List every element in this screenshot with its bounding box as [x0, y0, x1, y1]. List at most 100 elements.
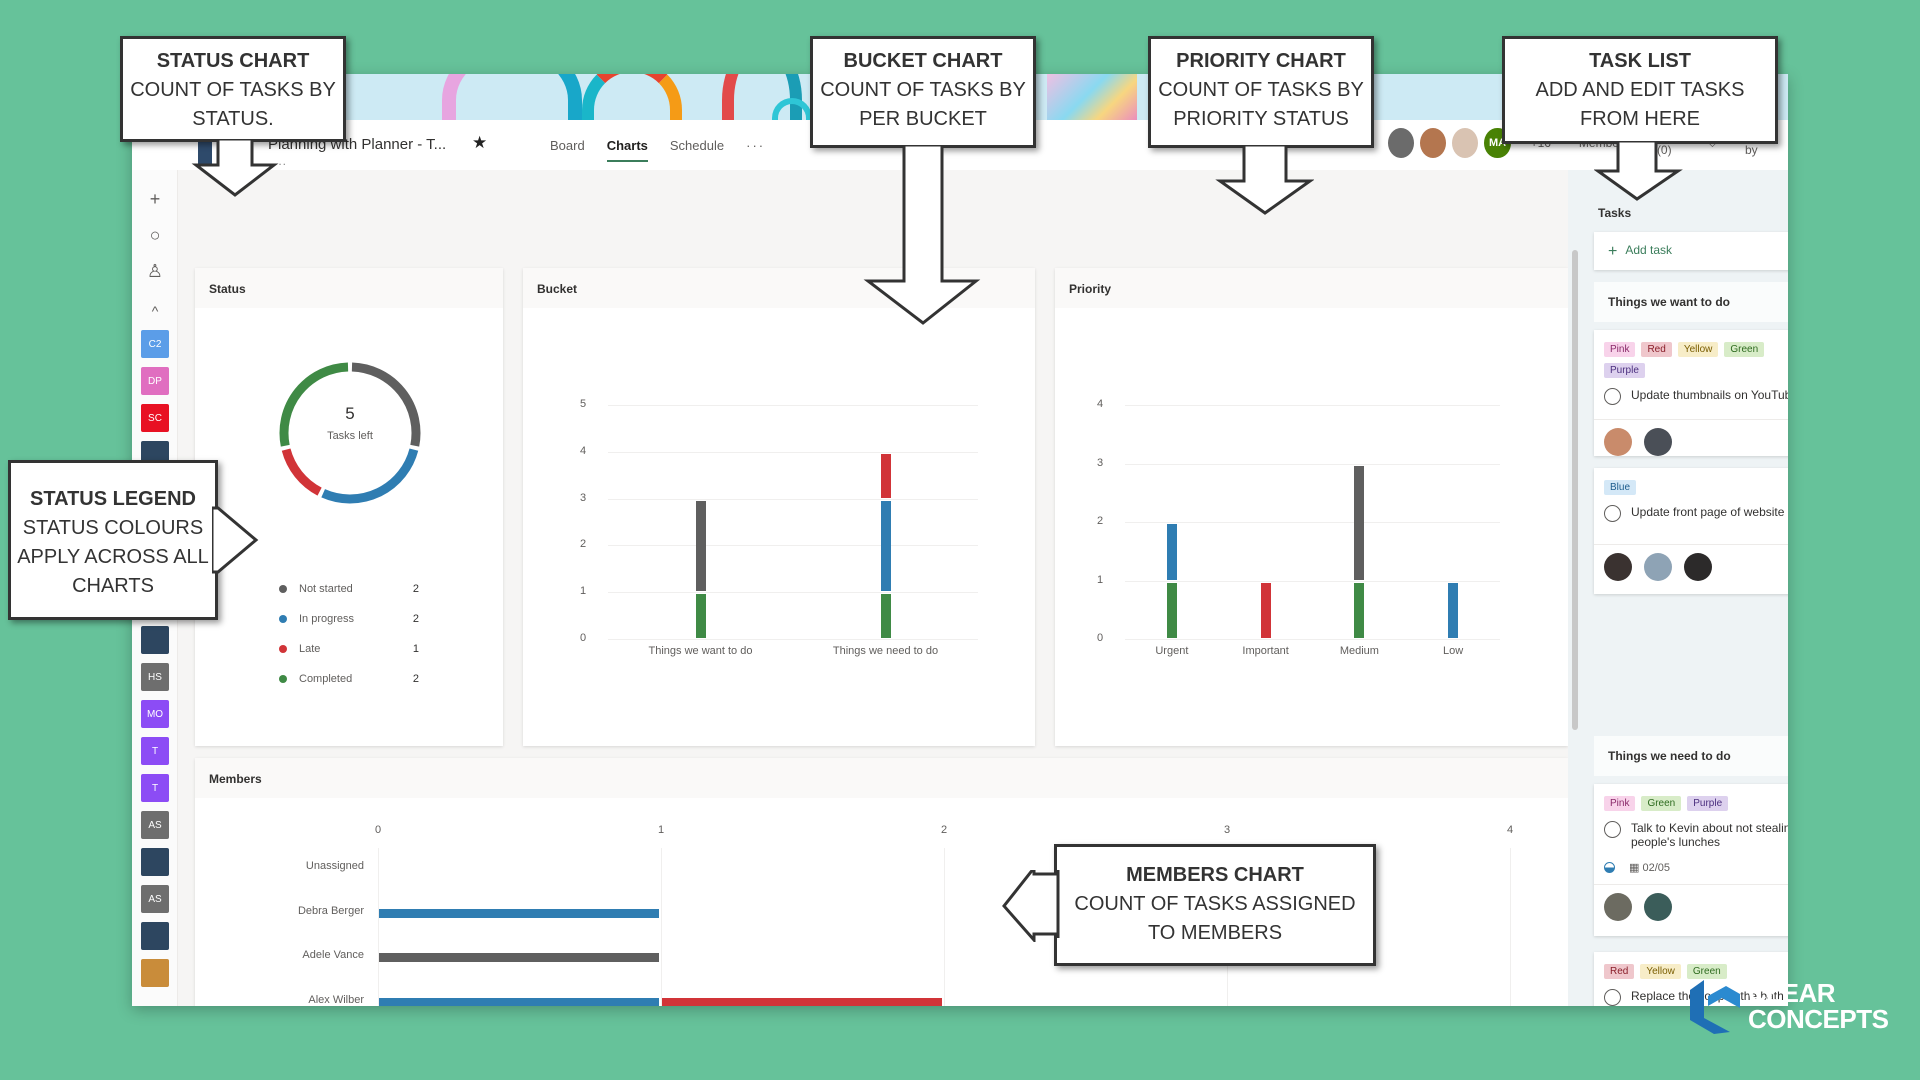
plus-icon[interactable]: + — [149, 189, 161, 209]
status-legend-callout: STATUS LEGEND STATUS COLOURS APPLY ACROS… — [8, 460, 218, 620]
tab-board[interactable]: Board — [550, 138, 585, 153]
gridline — [944, 848, 945, 1006]
plan-tile[interactable]: AS — [141, 885, 169, 913]
avatar[interactable] — [1452, 128, 1479, 158]
x-tick-label: Things we want to do — [648, 645, 753, 657]
plan-tile[interactable] — [141, 848, 169, 876]
task-list-panel: Tasks +Add task Things we want to do Pin… — [1568, 170, 1788, 1006]
plan-tile[interactable]: MO — [141, 700, 169, 728]
avatar[interactable] — [1388, 128, 1415, 158]
avatar[interactable] — [1604, 893, 1632, 921]
bucket-header[interactable]: Things we need to do — [1594, 736, 1788, 776]
plan-tile[interactable]: C2 — [141, 330, 169, 358]
label-green: Green — [1686, 964, 1727, 979]
bar-segment[interactable] — [880, 500, 891, 592]
plan-tile[interactable]: DP — [141, 367, 169, 395]
bar-segment[interactable] — [662, 997, 942, 1006]
plan-tile[interactable] — [141, 959, 169, 987]
y-tick-label: 2 — [580, 538, 587, 551]
x-tick-label: 1 — [658, 824, 665, 836]
tab-schedule[interactable]: Schedule — [669, 138, 725, 153]
task-labels: Pink Green Purple — [1594, 784, 1788, 811]
plan-tile[interactable] — [141, 922, 169, 950]
bar-segment[interactable] — [379, 908, 659, 918]
person-icon[interactable]: ♙ — [146, 261, 164, 281]
donut-segment[interactable] — [279, 362, 349, 447]
plan-tile[interactable]: AS — [141, 811, 169, 839]
scrollbar[interactable] — [1572, 250, 1578, 730]
avatar[interactable] — [1420, 128, 1447, 158]
bar-segment[interactable] — [880, 594, 891, 638]
arrow-down-icon — [1215, 145, 1314, 215]
bar-segment[interactable] — [1448, 582, 1459, 638]
x-tick-label: 0 — [375, 824, 382, 836]
bar-segment[interactable] — [379, 997, 659, 1006]
tab-charts[interactable]: Charts — [606, 138, 649, 162]
bar-segment[interactable] — [1354, 582, 1365, 638]
avatar[interactable] — [1644, 553, 1672, 581]
logo-mark-icon — [1690, 980, 1740, 1034]
more-views-button[interactable]: ··· — [746, 138, 766, 153]
complete-checkbox[interactable] — [1604, 821, 1621, 838]
task-labels: Blue — [1594, 468, 1788, 495]
members-card-title: Members — [195, 758, 1568, 798]
donut-segment[interactable] — [351, 362, 421, 447]
plan-tile[interactable]: T — [141, 774, 169, 802]
plan-tile[interactable]: HS — [141, 663, 169, 691]
avatar[interactable] — [1604, 553, 1632, 581]
bar-segment[interactable] — [379, 953, 659, 962]
x-tick-label: Urgent — [1155, 645, 1189, 657]
complete-checkbox[interactable] — [1604, 989, 1621, 1006]
label-pink: Pink — [1604, 796, 1636, 811]
members-chart-callout: MEMBERS CHART COUNT OF TASKS ASSIGNED TO… — [1054, 844, 1376, 966]
y-tick-label: 0 — [1097, 632, 1104, 644]
arrow-down-icon — [863, 145, 981, 325]
calendar-icon: ▦ — [1629, 862, 1640, 874]
plan-tile[interactable]: T — [141, 737, 169, 765]
task-title-row: Update front page of website — [1594, 495, 1788, 522]
legend-item-completed: Completed 2 — [279, 664, 419, 694]
plan-tile[interactable] — [141, 626, 169, 654]
member-label: Debra Berger — [297, 904, 364, 917]
gridline — [378, 848, 379, 1006]
task-card[interactable]: Pink Green Purple Talk to Kevin about no… — [1594, 784, 1788, 936]
avatar[interactable] — [1644, 893, 1672, 921]
avatar[interactable] — [1604, 428, 1632, 456]
gridline — [608, 451, 978, 453]
y-tick-label: 2 — [1097, 515, 1104, 527]
task-card[interactable]: Blue Update front page of website — [1594, 468, 1788, 594]
legend-item-in-progress: In progress 2 — [279, 604, 419, 634]
add-task-button[interactable]: +Add task — [1594, 232, 1788, 270]
bar-segment[interactable] — [1260, 582, 1271, 638]
donut-segment[interactable] — [321, 448, 419, 504]
task-card[interactable]: Pink Red Yellow Green Purple Update thum… — [1594, 330, 1788, 456]
member-label: Alex Wilber — [308, 993, 364, 1006]
star-icon[interactable]: ★ — [472, 133, 488, 152]
bar-segment[interactable] — [880, 453, 891, 498]
bar-segment[interactable] — [695, 500, 706, 592]
chevron-up-icon[interactable]: ^ — [151, 303, 159, 319]
bar-segment[interactable] — [1166, 582, 1177, 638]
label-blue: Blue — [1604, 480, 1637, 495]
donut-segment[interactable] — [281, 448, 322, 496]
status-chart-callout: STATUS CHART COUNT OF TASKS BY STATUS. — [120, 36, 346, 142]
y-tick-label: 4 — [580, 444, 587, 457]
x-tick-label: 4 — [1507, 824, 1514, 836]
bar-segment[interactable] — [1354, 465, 1365, 580]
avatar[interactable] — [1644, 428, 1672, 456]
y-tick-label: 5 — [580, 398, 587, 410]
bucket-header[interactable]: Things we want to do — [1594, 282, 1788, 322]
plan-tile[interactable]: SC — [141, 404, 169, 432]
circle-icon[interactable]: ○ — [149, 225, 161, 245]
complete-checkbox[interactable] — [1604, 505, 1621, 522]
gridline — [608, 498, 978, 500]
bar-segment[interactable] — [1166, 524, 1177, 580]
label-green: Green — [1641, 796, 1682, 811]
avatar[interactable] — [1684, 553, 1712, 581]
task-labels: Red Yellow Green — [1594, 952, 1788, 979]
bar-segment[interactable] — [695, 594, 706, 638]
x-tick-label: Things we need to do — [832, 645, 939, 657]
complete-checkbox[interactable] — [1604, 388, 1621, 405]
